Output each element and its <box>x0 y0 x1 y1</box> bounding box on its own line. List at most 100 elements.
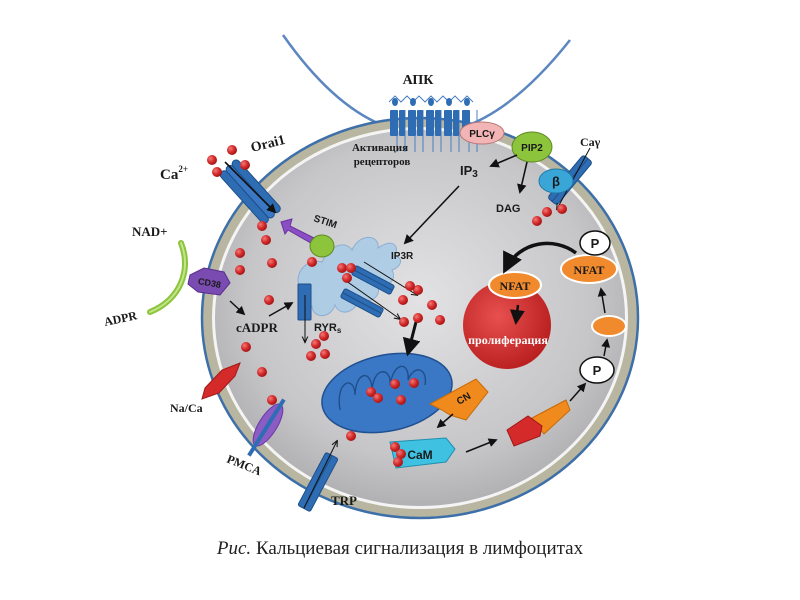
cam-to-complex-arrow <box>465 438 498 453</box>
ip3-to-ip3r-arrow <box>403 185 460 245</box>
na-ca-exchanger <box>201 362 241 400</box>
cd38-label: CD38 <box>197 276 221 290</box>
calcium-ion <box>532 216 542 226</box>
ca2-label: Ca2+ <box>160 164 188 183</box>
calcium-ion <box>413 313 423 323</box>
calcium-ion <box>264 295 274 305</box>
pmca-pump <box>247 398 286 457</box>
calcium-ion <box>267 395 277 405</box>
calcium-ion <box>337 263 347 273</box>
orai1-influx-arrow <box>224 161 277 214</box>
calcium-ion <box>405 281 415 291</box>
nfat-dephosphorylated <box>591 315 627 337</box>
plcg-enzyme <box>459 121 505 145</box>
calcium-ion <box>311 339 321 349</box>
ip3-label: IP3 <box>460 163 478 180</box>
calcium-ion <box>261 235 271 245</box>
cn-cam-complex-red <box>506 415 543 447</box>
tcr-receptors <box>388 95 478 152</box>
cav-label: Caγ <box>580 135 601 149</box>
calcium-ion <box>390 379 400 389</box>
pip2-label: PIP2 <box>521 143 543 154</box>
calcium-ion <box>373 393 383 403</box>
pip2-molecule <box>511 131 553 163</box>
calcium-ion <box>207 155 217 165</box>
calcium-ion <box>235 248 245 258</box>
calcium-ion <box>257 367 267 377</box>
calcium-ion <box>346 263 356 273</box>
cd38-enzyme <box>187 267 231 296</box>
nucleus <box>463 281 551 369</box>
plcg-label: PLCγ <box>469 129 495 140</box>
mitochondrion-cristae <box>338 365 427 411</box>
cav-influx-arrow <box>557 147 591 209</box>
calcium-ion <box>542 207 552 217</box>
pip2-to-ip3-arrow <box>489 154 518 168</box>
ip3r-channel-2 <box>340 288 384 318</box>
cytosol-to-mitochondrion-arrow <box>402 321 421 357</box>
calcium-ion <box>398 295 408 305</box>
caption-text: Кальциевая сигнализация в лимфоцитах <box>251 538 584 559</box>
calcium-ion <box>396 395 406 405</box>
beta-subunit <box>538 168 574 194</box>
calcium-ion <box>240 160 250 170</box>
phosphate-top <box>579 230 611 256</box>
calcium-ion <box>212 167 222 177</box>
orai1-label: Orai1 <box>249 133 287 156</box>
proliferation-label: пролиферация <box>468 333 548 347</box>
receptor-activation-label-2: рецепторов <box>354 156 411 168</box>
calcium-ion <box>393 457 403 467</box>
calcium-ion <box>306 351 316 361</box>
calcium-ion <box>342 273 352 283</box>
calcium-ion <box>427 300 437 310</box>
trp-influx-arrow <box>303 441 337 509</box>
nfat-cytoplasmic-label: NFAT <box>574 263 605 277</box>
calcium-ion <box>346 431 356 441</box>
dag-label: DAG <box>496 203 520 215</box>
apc-label: АПК <box>403 73 435 88</box>
cam-label: CaM <box>407 448 432 462</box>
calcium-ion <box>396 449 406 459</box>
nfat-nuclear-label: NFAT <box>500 279 531 293</box>
na-ca-label: Na/Ca <box>170 401 203 415</box>
nad-conversion-arc-highlight <box>149 242 186 313</box>
calcium-ion <box>267 258 277 268</box>
calcium-ions <box>207 145 567 467</box>
nfat-to-nucleus-arrow <box>509 304 525 325</box>
calcium-ion <box>241 342 251 352</box>
calcineurin <box>428 378 489 421</box>
ryrs-label: RYRs <box>314 322 342 335</box>
caption-prefix: Рис. <box>216 538 252 559</box>
figure-caption: Рис. Кальциевая сигнализация в лимфоцита… <box>0 538 800 560</box>
beta-label: β <box>552 174 560 189</box>
phosphate-top-label: P <box>591 236 600 251</box>
calcium-ion <box>366 387 376 397</box>
calcium-ion <box>557 204 567 214</box>
calcium-ion <box>413 285 423 295</box>
cadpr-label: cADPR <box>236 320 278 335</box>
nfat-activation-arrow-2 <box>601 338 611 357</box>
calcium-ion <box>307 257 317 267</box>
cadpr-to-ryrs-arrow <box>268 302 294 317</box>
ip3r-label: IP3R <box>391 251 414 262</box>
orai1-channel <box>219 159 281 224</box>
phosphate-bottom-label: P <box>593 363 602 378</box>
trp-label: TRP <box>331 493 357 508</box>
pmca-label: PMCA <box>225 452 264 479</box>
adpr-label: ADPR <box>103 308 139 329</box>
receptor-activation-label-1: Активация <box>352 142 408 154</box>
calcium-ion <box>319 331 329 341</box>
calcium-ion <box>435 315 445 325</box>
calcium-ion <box>409 378 419 388</box>
calcium-ion <box>399 317 409 327</box>
calcium-ion <box>227 145 237 155</box>
nad-label: NAD+ <box>132 224 168 239</box>
complex-to-nfat-arrow <box>569 382 587 402</box>
phosphate-bottom <box>579 356 615 384</box>
calcium-ion <box>320 349 330 359</box>
pip2-to-dag-arrow <box>517 161 528 194</box>
nfat-activation-arrow-1 <box>597 287 607 314</box>
calcium-ion <box>257 221 267 231</box>
ip3r-release-arrow-2 <box>341 277 400 319</box>
